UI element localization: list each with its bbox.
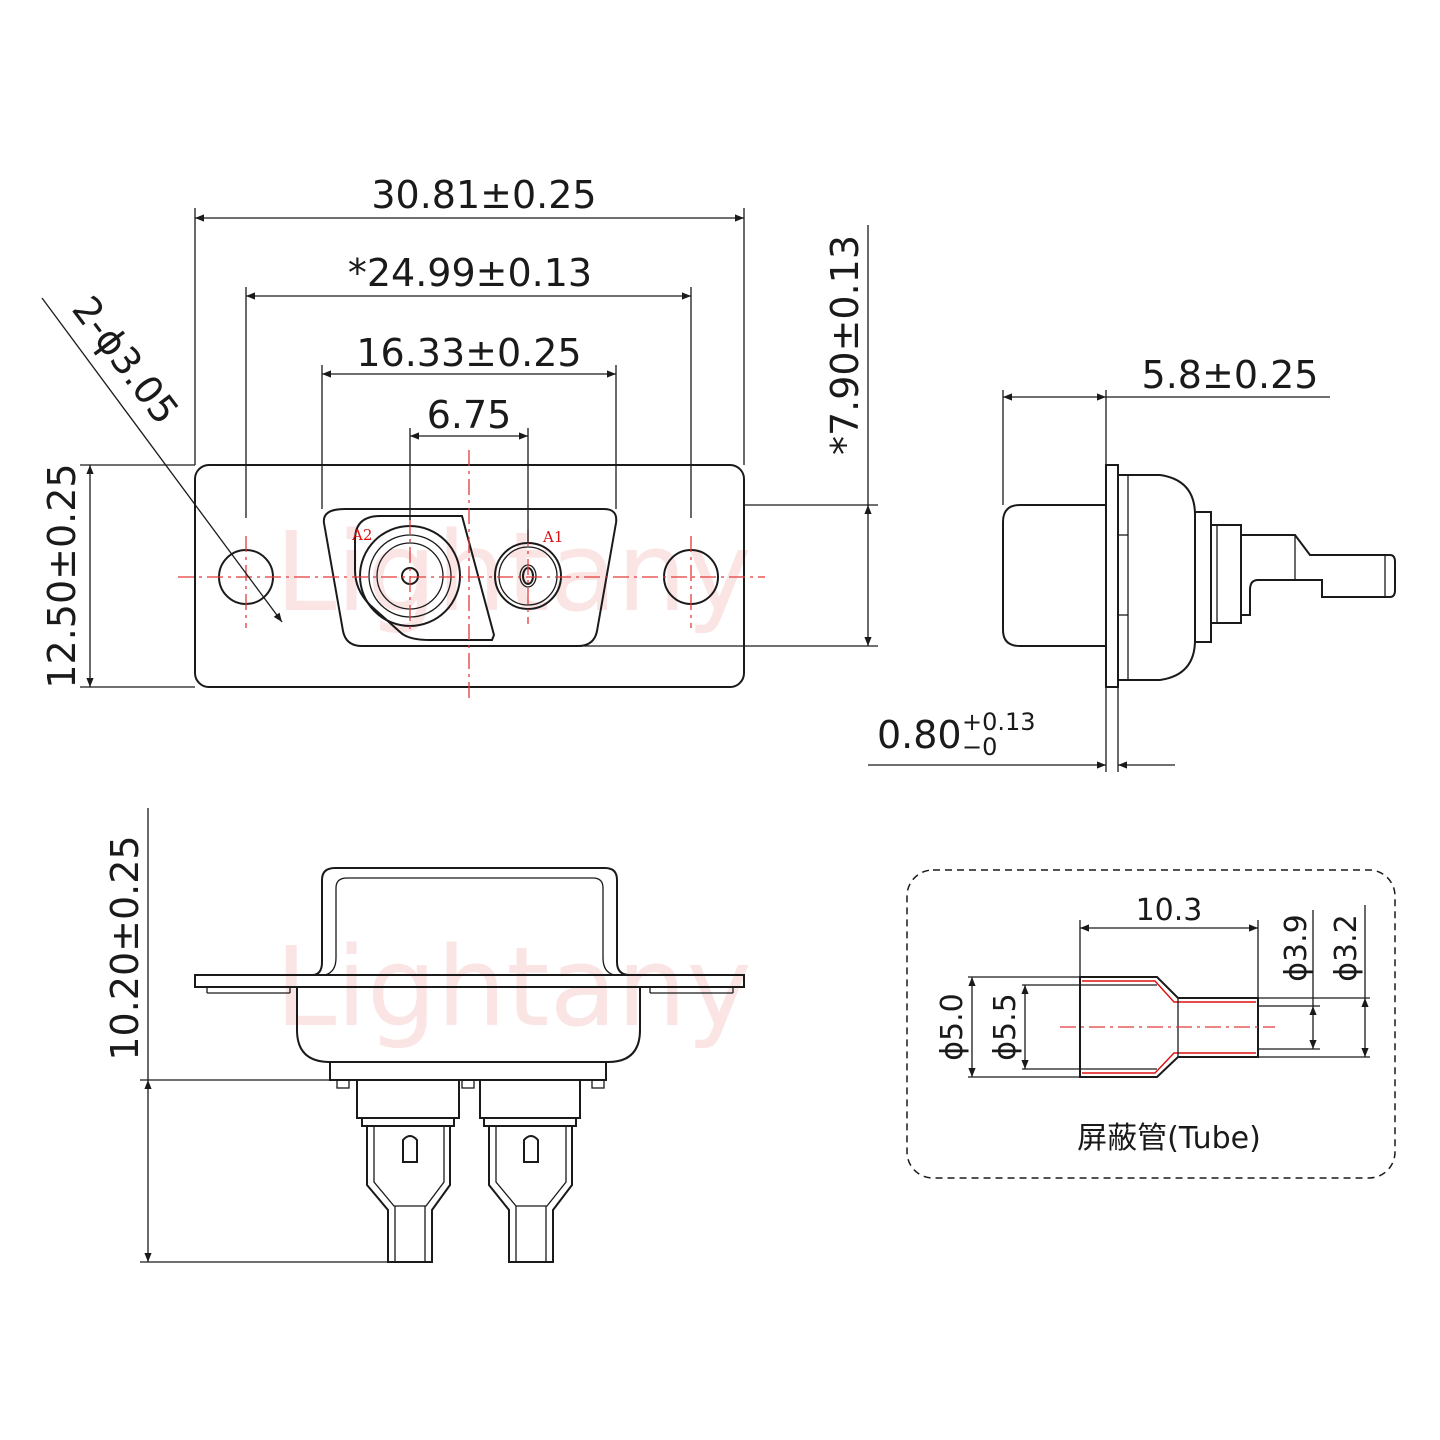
- contact-a2-insulator: [354, 515, 496, 641]
- dim-tube-d50: ϕ5.0: [935, 993, 970, 1061]
- dim-tube-d55: ϕ5.5: [988, 993, 1023, 1061]
- dim-tube-d32: ϕ3.2: [1329, 914, 1364, 982]
- side-collar: [1194, 511, 1212, 643]
- dim-tube-d39: ϕ3.9: [1279, 914, 1314, 982]
- dim-tube-length: 10.3: [1136, 893, 1203, 928]
- side-shell: [1002, 504, 1106, 647]
- bottom-flange: [194, 974, 745, 988]
- terminal-right: [479, 1079, 581, 1263]
- label-a2: A2: [351, 526, 372, 544]
- tube-detail: 10.3 ϕ5.0 ϕ5.5 ϕ3.9 ϕ3.2 屏蔽管(Tube): [906, 869, 1396, 1179]
- dim-shell-height: *7.90±0.13: [823, 235, 867, 455]
- terminal-left: [356, 1079, 460, 1263]
- tube-caption: 屏蔽管(Tube): [1077, 1121, 1261, 1156]
- label-a1: A1: [542, 528, 563, 546]
- side-view: 5.8±0.25 0.80 +0.13 −0: [868, 353, 1396, 772]
- tube-detail-frame: [906, 869, 1396, 1179]
- contact-a1-ring: [498, 546, 558, 606]
- bottom-shell-outer: [195, 867, 744, 976]
- side-flange: [1105, 464, 1119, 688]
- side-tail-contact: [1241, 534, 1396, 616]
- dim-overall-width: 30.81±0.25: [371, 173, 596, 217]
- side-rear-housing: [1118, 474, 1196, 681]
- dim-tolerance-upper: +0.13: [962, 708, 1036, 736]
- dim-height: 12.50±0.25: [40, 463, 84, 688]
- watermark-front: Lightany: [275, 508, 752, 636]
- dim-total-height: 10.20±0.25: [103, 835, 147, 1060]
- dim-mount-pitch: *24.99±0.13: [348, 251, 592, 295]
- bottom-view: 10.20±0.25: [103, 808, 745, 1263]
- dim-depth: 5.8±0.25: [1142, 353, 1319, 397]
- dim-tolerance-lower: −0: [962, 733, 997, 761]
- dim-shell-width: 16.33±0.25: [356, 331, 581, 375]
- dim-contact-pitch: 6.75: [427, 393, 512, 437]
- dim-flange-thickness: 0.80: [877, 713, 962, 757]
